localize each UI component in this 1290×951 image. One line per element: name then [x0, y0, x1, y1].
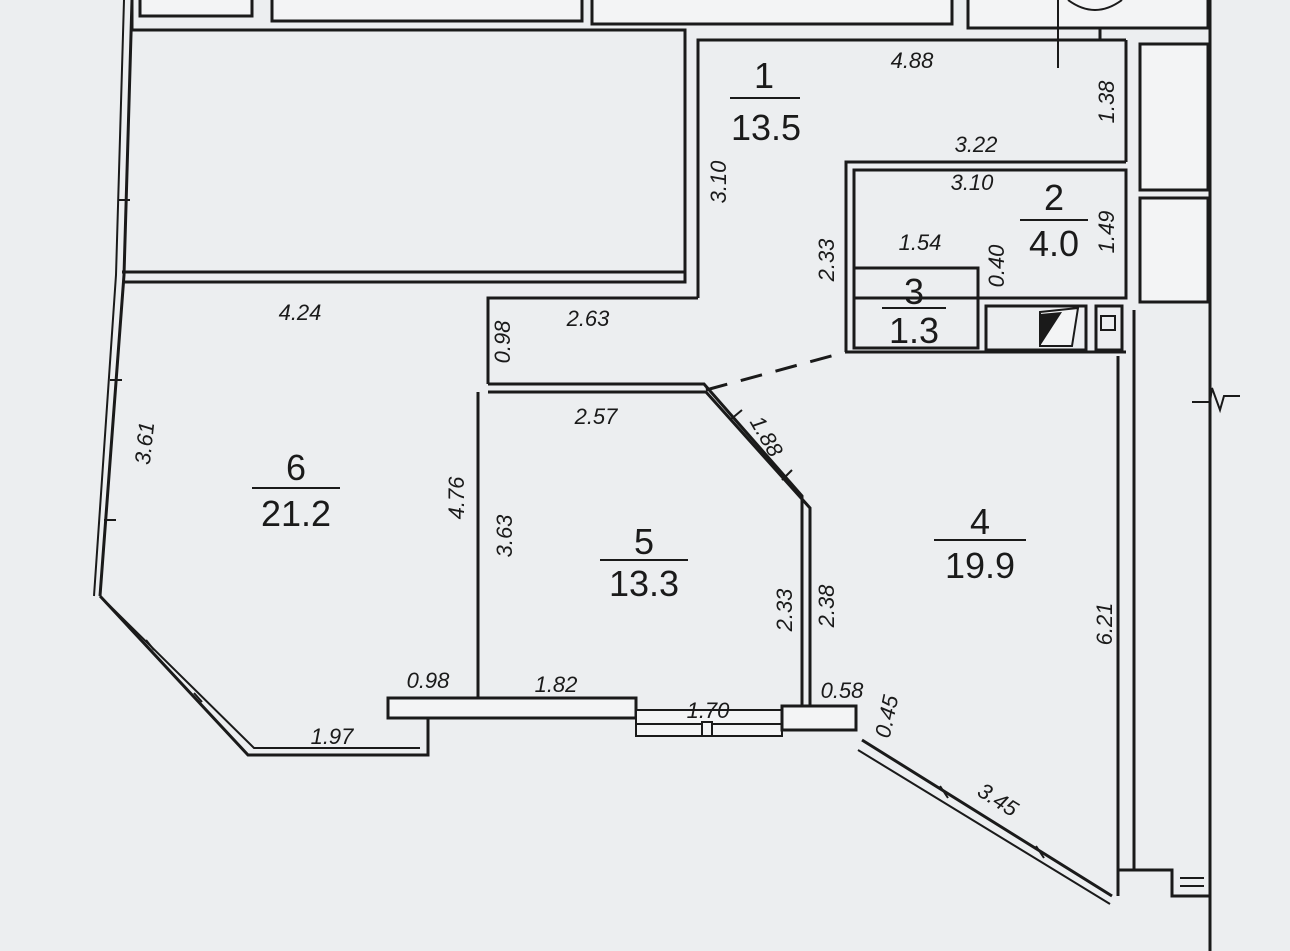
dim-label: 3.63 [492, 514, 517, 558]
room-label-5: 5 13.3 [600, 521, 688, 604]
room-5-number: 5 [634, 521, 654, 562]
dim-label: 0.98 [490, 320, 515, 364]
dim-label: 2.57 [574, 404, 619, 429]
dim-label: 4.76 [444, 476, 469, 520]
room-label-1: 1 13.5 [730, 55, 801, 148]
dim-label: 3.22 [955, 132, 998, 157]
rooms-2-3-walls [846, 168, 1128, 354]
room-4-number: 4 [970, 501, 990, 542]
dim-label: 3.61 [130, 421, 159, 466]
room-6-number: 6 [286, 447, 306, 488]
dim-label: 3.10 [706, 160, 731, 204]
dim-label: 1.70 [687, 698, 731, 723]
room-6-area: 21.2 [261, 493, 331, 534]
room-label-6: 6 21.2 [252, 447, 340, 534]
room-2-number: 2 [1044, 177, 1064, 218]
room-label-2: 2 4.0 [1020, 177, 1088, 264]
room-1-number: 1 [754, 55, 774, 96]
dim-label: 3.10 [951, 170, 995, 195]
room-4-area: 19.9 [945, 545, 1015, 586]
dim-label: 1.54 [899, 230, 942, 255]
top-structure [130, 0, 1210, 68]
room-2-area: 4.0 [1029, 223, 1079, 264]
room-3-number: 3 [904, 271, 924, 312]
room-label-4: 4 19.9 [934, 501, 1026, 586]
rooms-4-5-walls [476, 350, 847, 706]
dim-label: 1.49 [1094, 211, 1119, 254]
room-5-area: 13.3 [609, 563, 679, 604]
dim-label: 2.33 [772, 588, 797, 633]
dim-label: 1.97 [311, 724, 355, 749]
bottom-walls [386, 696, 1113, 905]
room-1-area: 13.5 [731, 107, 801, 148]
room-label-3: 3 1.3 [882, 271, 946, 351]
dim-label: 4.88 [891, 48, 935, 73]
room-1-walls [486, 28, 1128, 384]
dim-label: 0.40 [984, 244, 1009, 288]
dim-label: 0.45 [870, 692, 904, 740]
dim-label: 4.24 [279, 300, 322, 325]
dim-label: 6.21 [1092, 603, 1117, 646]
dim-label: 1.38 [1094, 80, 1119, 124]
dim-label: 2.63 [566, 306, 611, 331]
dim-label: 0.98 [407, 668, 451, 693]
right-structure [1116, 0, 1240, 951]
left-facade [93, 0, 430, 757]
upper-left-room [122, 28, 687, 284]
dim-label: 2.38 [814, 584, 839, 629]
room-3-area: 1.3 [889, 310, 939, 351]
dim-label: 1.82 [535, 672, 578, 697]
dim-label: 0.58 [821, 678, 865, 703]
dim-label: 2.33 [814, 238, 839, 283]
